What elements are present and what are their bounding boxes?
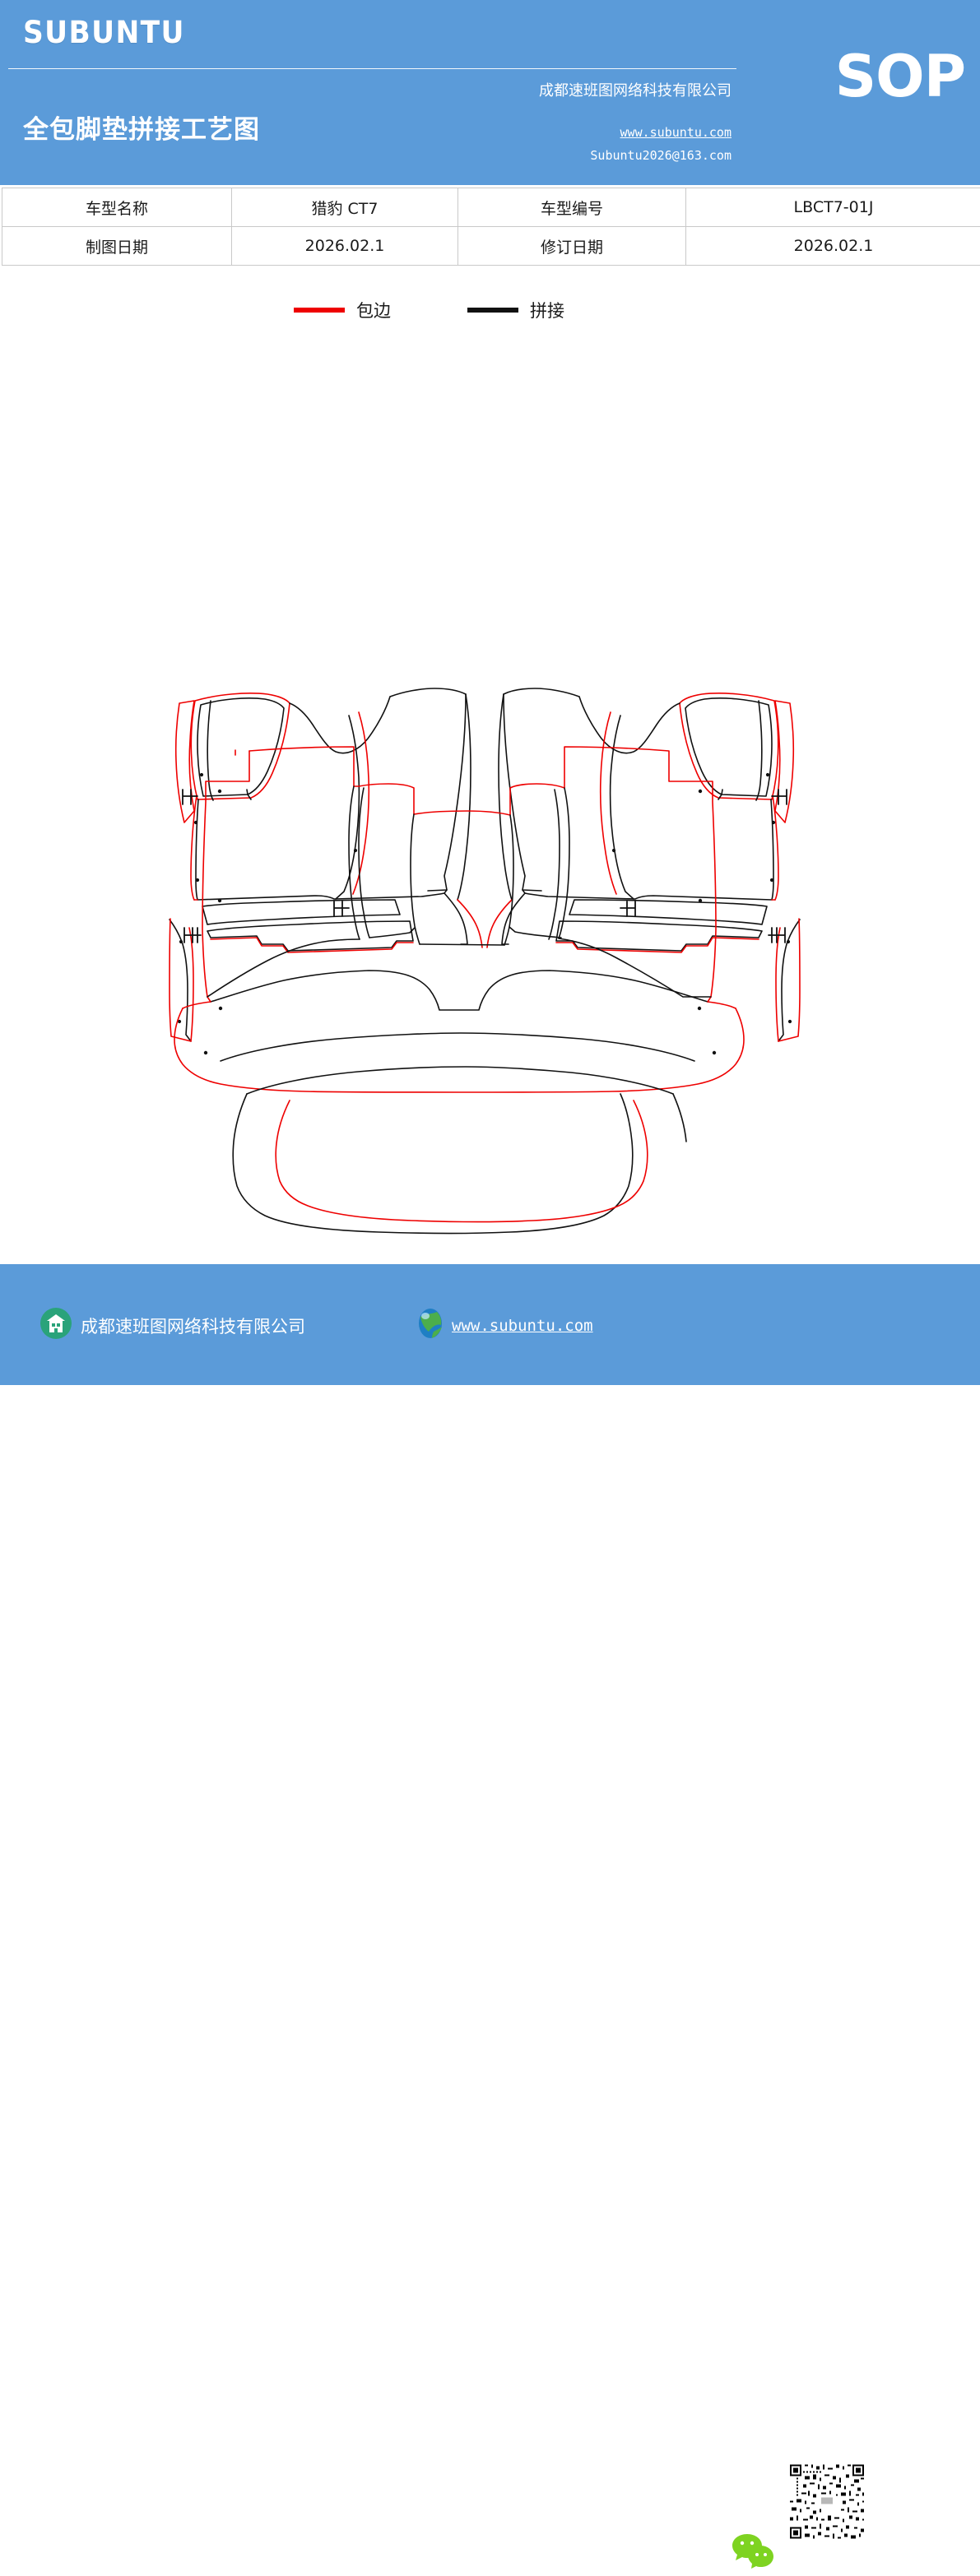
pattern-svg <box>0 329 980 1258</box>
footer-website-link[interactable]: www.subuntu.com <box>452 1317 593 1335</box>
sop-badge: SOP <box>835 48 965 105</box>
value-model-code: LBCT7-01J <box>686 188 980 227</box>
left-panel-hook-binding <box>457 900 482 947</box>
rear-upper-splice-curve <box>207 927 711 997</box>
table-row: 制图日期 2026.02.1 修订日期 2026.02.1 <box>2 227 980 266</box>
right-upper-lobe-binding <box>680 693 778 799</box>
wechat-icon <box>731 2531 777 2576</box>
front-right-mat-assembly <box>487 688 800 1041</box>
footer-website-block[interactable]: www.subuntu.com <box>416 1307 593 1344</box>
legend-item-splice: 拼接 <box>467 298 564 322</box>
left-bottom-strip-binding <box>170 919 193 1041</box>
rear-center-left-seam <box>411 814 420 944</box>
brand-logo: SUBUNTU <box>23 15 185 50</box>
right-bottom-strip-binding <box>776 919 800 1041</box>
legend-label-binding: 包边 <box>356 298 391 322</box>
rear-third-band-binding-top <box>183 1002 736 1008</box>
rear-bottom-band-right-black <box>673 1094 686 1142</box>
header-website-link[interactable]: www.subuntu.com <box>620 125 732 140</box>
right-panel-hook-black <box>502 893 525 944</box>
building-icon <box>39 1307 72 1344</box>
rear-third-splice-inner <box>221 1033 694 1061</box>
left-panel-top-contour <box>247 688 466 891</box>
label-model-name: 车型名称 <box>2 188 232 227</box>
qr-code <box>782 2450 872 2553</box>
header-email: Subuntu2026@163.com <box>590 148 732 163</box>
left-panel-bottom-contour <box>196 799 447 900</box>
rear-bottom-band-binding <box>276 1100 648 1222</box>
rear-right-tab-seam <box>559 788 569 938</box>
value-model-name: 猎豹 CT7 <box>232 188 458 227</box>
right-center-strip-outer <box>611 716 634 899</box>
rear-second-splice-band <box>211 971 708 1010</box>
right-panel-hook-binding <box>487 900 512 947</box>
label-draw-date: 制图日期 <box>2 227 232 266</box>
table-row: 车型名称 猎豹 CT7 车型编号 LBCT7-01J <box>2 188 980 227</box>
left-lobe-inner-seam <box>207 701 213 800</box>
page-footer: 成都速班图网络科技有限公司 www.subuntu.com <box>0 1264 980 1385</box>
right-lobe-inner-seam <box>756 701 762 800</box>
label-revise-date: 修订日期 <box>458 227 686 266</box>
red-line-swatch-icon <box>294 308 345 313</box>
footer-company-block: 成都速班图网络科技有限公司 <box>39 1307 305 1344</box>
left-panel-right-seam <box>457 694 471 900</box>
left-panel-hook-black <box>444 893 467 944</box>
rear-fourth-splice-inner <box>247 1067 673 1094</box>
black-line-swatch-icon <box>467 308 518 313</box>
value-draw-date: 2026.02.1 <box>232 227 458 266</box>
footer-company-name: 成都速班图网络科技有限公司 <box>81 1313 305 1338</box>
header-divider <box>8 68 736 69</box>
rear-center-bottom-seam <box>420 944 504 945</box>
rear-right-tab-seam-2 <box>549 790 560 939</box>
value-revise-date: 2026.02.1 <box>686 227 980 266</box>
document-title: 全包脚垫拼接工艺图 <box>23 109 260 146</box>
header-company-name: 成都速班图网络科技有限公司 <box>539 79 732 100</box>
page-header: SUBUNTU 全包脚垫拼接工艺图 SOP 成都速班图网络科技有限公司 www.… <box>0 0 980 185</box>
floor-mat-pattern-drawing <box>0 329 980 1258</box>
legend-label-splice: 拼接 <box>530 298 564 322</box>
front-left-mat-assembly <box>170 688 482 1041</box>
label-model-code: 车型编号 <box>458 188 686 227</box>
rear-center-right-seam <box>504 815 513 945</box>
globe-icon <box>416 1307 445 1344</box>
rear-drill-dots <box>204 790 716 1054</box>
right-band-upper <box>569 900 767 924</box>
right-band-lower-black <box>556 921 762 951</box>
rear-left-top-binding <box>249 747 414 814</box>
drawing-legend: 包边 拼接 <box>0 294 980 327</box>
left-center-strip-outer <box>336 716 359 899</box>
rear-mat-assembly <box>174 747 744 1234</box>
right-panel-top-contour <box>504 688 722 891</box>
rear-bottom-band-black <box>233 1094 633 1234</box>
left-band-upper <box>202 900 400 924</box>
legend-item-binding: 包边 <box>294 298 391 322</box>
vehicle-info-table: 车型名称 猎豹 CT7 车型编号 LBCT7-01J 制图日期 2026.02.… <box>2 188 980 266</box>
